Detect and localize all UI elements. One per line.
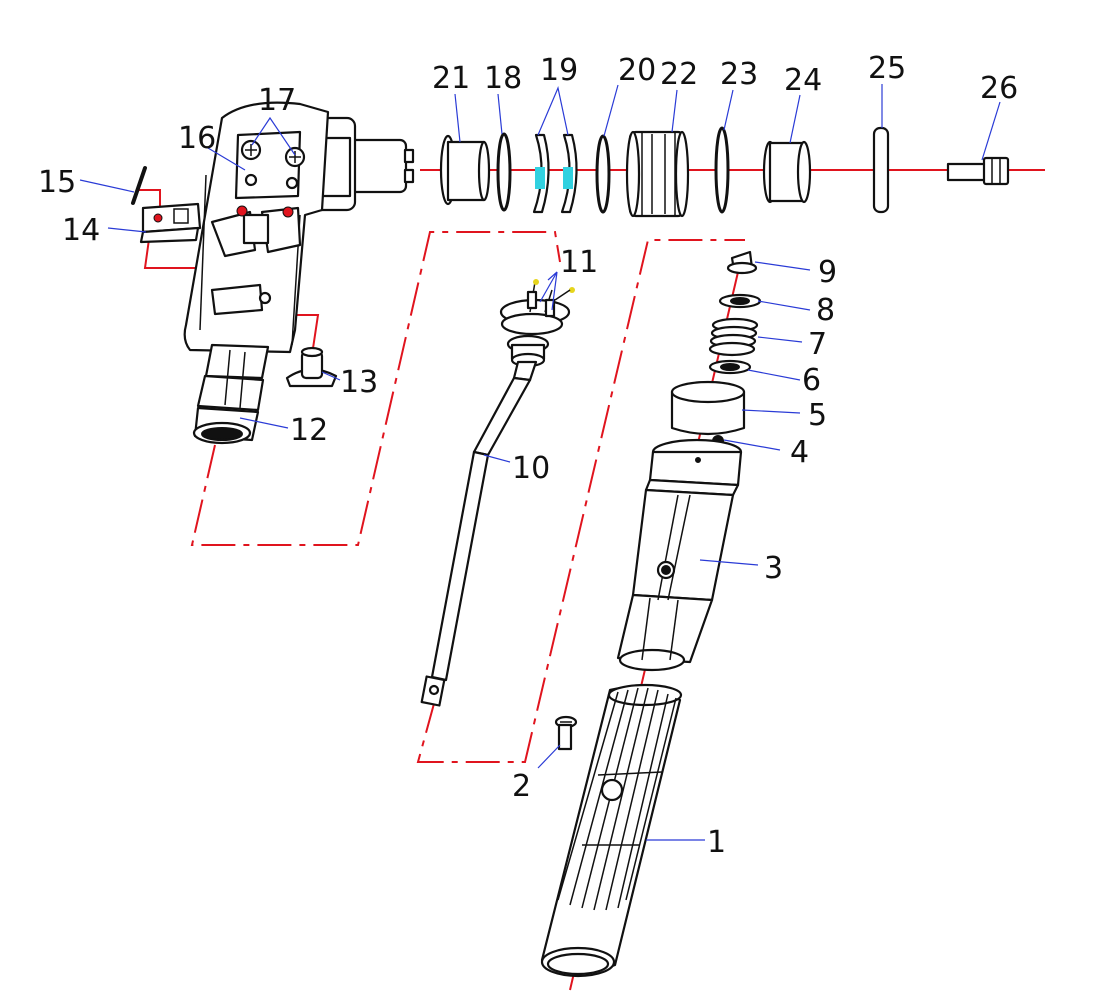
callout-10: 10	[512, 451, 550, 486]
part-1-grip	[540, 683, 683, 978]
part-23-washer	[714, 126, 730, 214]
leader-2	[537, 744, 561, 769]
leader-10	[483, 454, 511, 463]
leader-lines	[79, 84, 1001, 841]
callout-1: 1	[707, 825, 726, 860]
part-20-washer	[595, 134, 611, 214]
callout-23: 23	[720, 57, 758, 92]
callout-25: 25	[868, 51, 906, 86]
switch-button	[285, 346, 338, 388]
leader-4	[723, 439, 781, 451]
callout-5: 5	[808, 398, 827, 433]
inner-tube-assembly	[420, 279, 575, 707]
torch-handle-body	[183, 101, 415, 445]
callout-22: 22	[660, 57, 698, 92]
part-6-washer	[708, 359, 752, 375]
leader-5	[741, 409, 801, 414]
callout-19: 19	[540, 53, 578, 88]
leader-24	[789, 94, 801, 144]
callout-4: 4	[790, 435, 809, 470]
leader-18	[497, 93, 503, 135]
callout-7: 7	[808, 327, 827, 362]
part-2-screw	[554, 715, 578, 751]
callout-18: 18	[484, 61, 522, 96]
leader-14	[107, 227, 147, 233]
part-19-spring-washers	[532, 133, 578, 214]
callout-14: 14	[62, 213, 100, 248]
callout-2: 2	[512, 769, 531, 804]
part-9-nozzle-cap	[726, 250, 758, 275]
leader-23	[723, 89, 734, 131]
callout-15: 15	[38, 165, 76, 200]
trigger-clip	[139, 202, 202, 244]
leader-13	[321, 371, 341, 381]
callout-12: 12	[290, 413, 328, 448]
callout-16: 16	[178, 121, 216, 156]
rod-to-grip-connector	[416, 239, 745, 763]
leader-8	[757, 300, 811, 311]
spring-pin	[131, 166, 147, 205]
callout-6: 6	[802, 363, 821, 398]
part-18-washer	[496, 132, 512, 212]
part-5-sleeve	[670, 380, 746, 436]
part-24-bushing	[762, 140, 812, 204]
callout-20: 20	[618, 53, 656, 88]
callout-8: 8	[816, 293, 835, 328]
callout-3: 3	[764, 551, 783, 586]
callout-labels: 1 2 3 4 5 6 7 8 9 10 11 12 13 14 15 16 1…	[38, 51, 1018, 860]
leader-21	[454, 93, 461, 143]
leader-22	[671, 89, 678, 133]
callout-26: 26	[980, 71, 1018, 106]
callout-24: 24	[784, 63, 822, 98]
callout-9: 9	[818, 255, 837, 290]
handle-to-rod-connector	[190, 231, 561, 546]
leader-3	[699, 559, 759, 566]
part-8-washer	[718, 293, 762, 309]
callout-13: 13	[340, 365, 378, 400]
leader-26	[981, 101, 1001, 161]
leader-19	[537, 86, 569, 136]
callout-21: 21	[432, 61, 470, 96]
part-25-washer	[872, 126, 890, 214]
part-21-bushing	[439, 134, 491, 206]
part-22-coupling	[625, 130, 690, 218]
leader-6	[747, 369, 801, 381]
part-7-spring	[708, 317, 759, 357]
leader-9	[754, 261, 811, 271]
leader-20	[603, 84, 619, 137]
part-26-bolt	[946, 156, 1010, 186]
leader-12	[239, 417, 289, 429]
part-3-body-sleeve	[616, 438, 743, 672]
leader-7	[757, 336, 803, 343]
leader-16	[207, 147, 246, 171]
callout-11: 11	[560, 245, 598, 280]
leader-15	[79, 179, 135, 193]
leader-17	[251, 116, 296, 156]
callout-17: 17	[258, 83, 296, 118]
